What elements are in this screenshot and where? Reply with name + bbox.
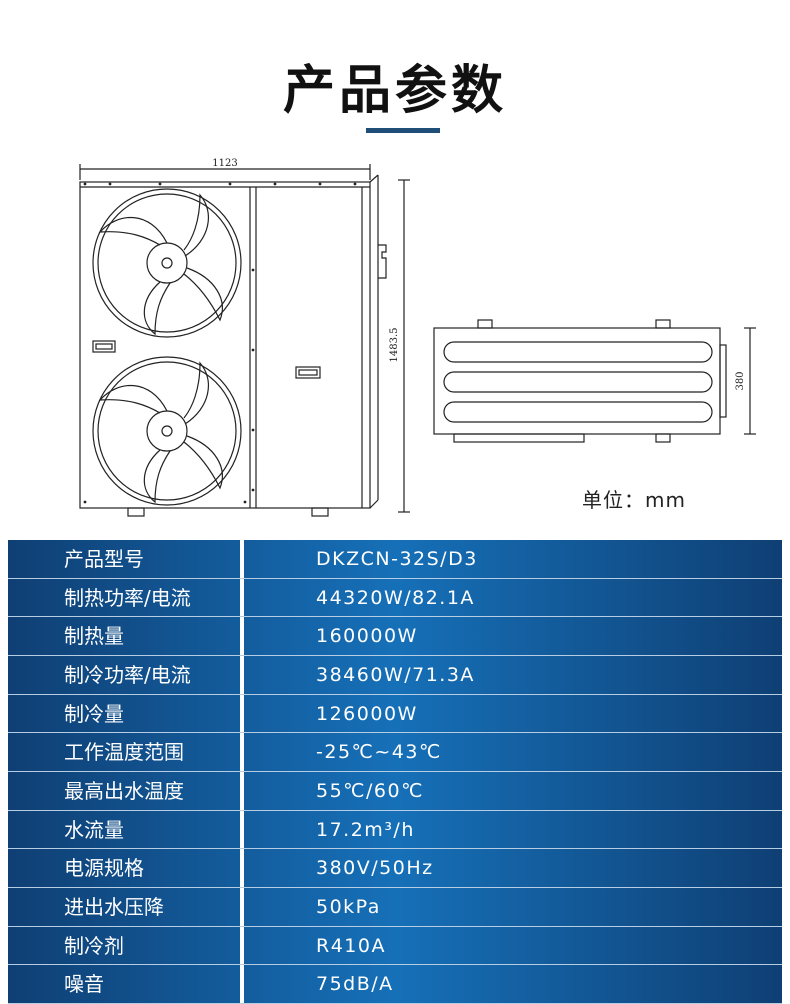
spec-row-model: 产品型号 DKZCN-32S/D3 (8, 540, 782, 579)
spec-value: 160000W (316, 625, 418, 648)
spec-label: 产品型号 (8, 540, 244, 578)
spec-label: 制冷量 (8, 694, 244, 733)
width-dimension: 1123 (212, 158, 237, 169)
spec-label: 制冷功率/电流 (8, 655, 244, 694)
spec-label: 制热量 (8, 617, 244, 655)
spec-label: 制热功率/电流 (8, 578, 244, 617)
spec-value: 75dB/A (316, 973, 394, 996)
product-dimension-drawing: 1123 1483.5 380 (79, 158, 756, 517)
spec-label: 噪音 (8, 965, 244, 1003)
spec-label: 水流量 (8, 810, 244, 849)
page-title: 产品参数 (282, 61, 507, 121)
spec-row-heating-capacity: 制热量 160000W (8, 617, 782, 656)
spec-row-pressure-drop: 进出水压降 50kPa (8, 887, 782, 927)
spec-row-noise: 噪音 75dB/A (8, 965, 782, 1004)
spec-value: R410A (316, 934, 386, 957)
height-dimension: 1483.5 (389, 328, 400, 363)
spec-row-water-flow: 水流量 17.2m³/h (8, 810, 782, 850)
spec-row-cooling-capacity: 制冷量 126000W (8, 694, 782, 734)
spec-row-temperature-range: 工作温度范围 -25℃~43℃ (8, 733, 782, 772)
spec-value: 55℃/60℃ (316, 779, 424, 802)
spec-row-refrigerant: 制冷剂 R410A (8, 926, 782, 966)
spec-label: 进出水压降 (8, 887, 244, 926)
spec-row-heating-power: 制热功率/电流 44320W/82.1A (8, 578, 782, 618)
spec-table: 产品型号 DKZCN-32S/D3 制热功率/电流 44320W/82.1A 制… (8, 540, 782, 1004)
spec-value: 38460W/71.3A (316, 663, 475, 686)
title-underline (366, 128, 440, 133)
spec-row-power-supply: 电源规格 380V/50Hz (8, 849, 782, 888)
spec-value: 17.2m³/h (316, 818, 415, 841)
spec-value: 50kPa (316, 895, 381, 918)
spec-row-max-outlet-temp: 最高出水温度 55℃/60℃ (8, 771, 782, 811)
spec-value: 126000W (316, 702, 418, 725)
spec-value: -25℃~43℃ (316, 741, 442, 764)
spec-label: 工作温度范围 (8, 733, 244, 771)
spec-label: 制冷剂 (8, 926, 244, 965)
spec-label: 电源规格 (8, 849, 244, 887)
spec-value: 380V/50Hz (316, 857, 434, 880)
spec-value: 44320W/82.1A (316, 586, 475, 609)
depth-dimension: 380 (735, 371, 746, 390)
spec-label: 最高出水温度 (8, 771, 244, 810)
unit-label: 单位：mm (582, 488, 686, 512)
spec-value: DKZCN-32S/D3 (316, 548, 478, 570)
spec-row-cooling-power: 制冷功率/电流 38460W/71.3A (8, 655, 782, 695)
